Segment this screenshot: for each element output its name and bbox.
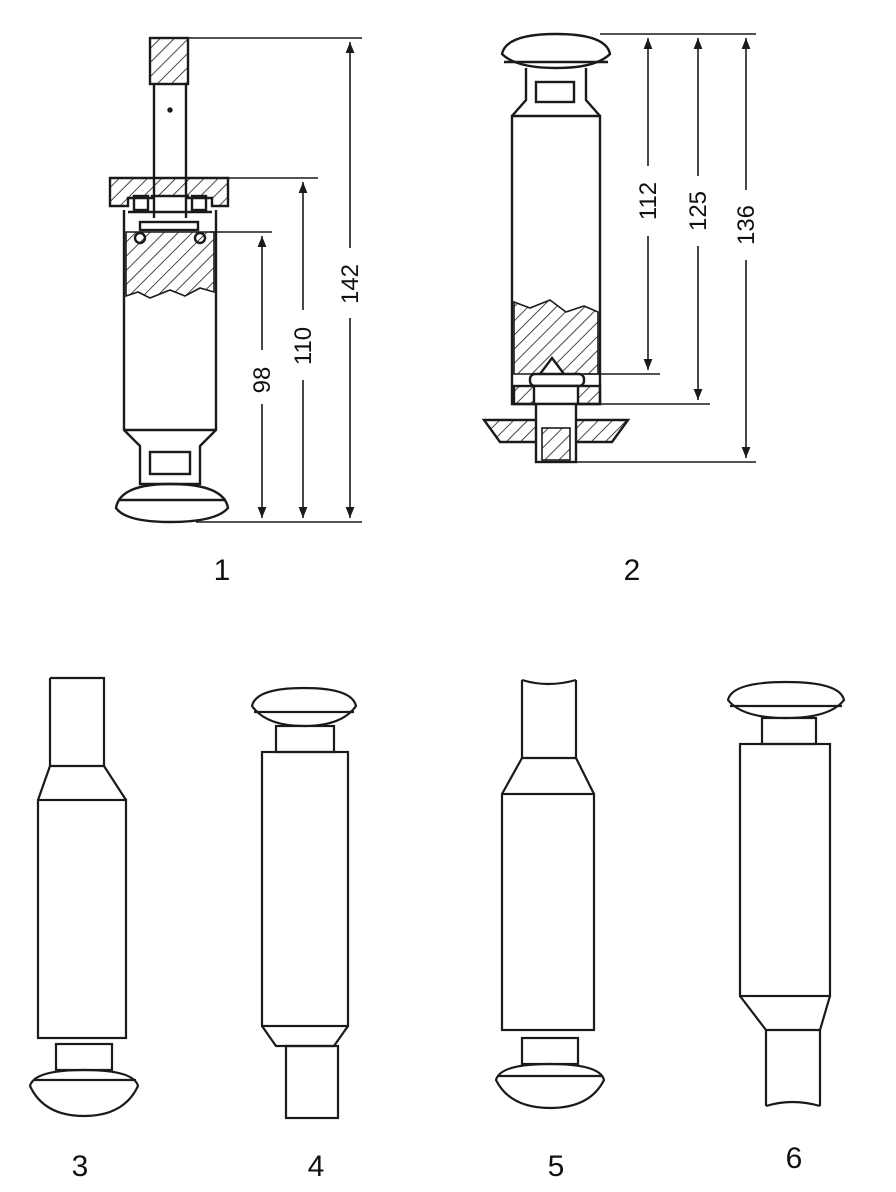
figure-3-pin	[28, 676, 140, 1118]
fig1-dim-110: 110	[290, 327, 317, 365]
figure-1-caption: 1	[214, 554, 231, 587]
figure-6-caption: 6	[786, 1142, 803, 1175]
fig2-dim-125: 125	[685, 191, 712, 231]
figure-4-caption: 4	[308, 1150, 325, 1183]
fig1-dim-142: 142	[337, 264, 364, 304]
figure-5-caption: 5	[548, 1150, 565, 1183]
figure-2-pin-section	[481, 32, 631, 464]
figure-5-pin	[494, 678, 606, 1110]
figure-2-dimensions	[576, 33, 756, 463]
figure-3-caption: 3	[72, 1150, 89, 1183]
figure-1-pin-section	[108, 36, 230, 524]
figure-6-pin	[726, 680, 846, 1108]
fig1-dim-98: 98	[249, 367, 276, 394]
fig2-dim-112: 112	[635, 182, 662, 220]
fig2-dim-136: 136	[733, 205, 760, 245]
figure-2-caption: 2	[624, 554, 641, 587]
figure-4-pin	[250, 686, 358, 1120]
